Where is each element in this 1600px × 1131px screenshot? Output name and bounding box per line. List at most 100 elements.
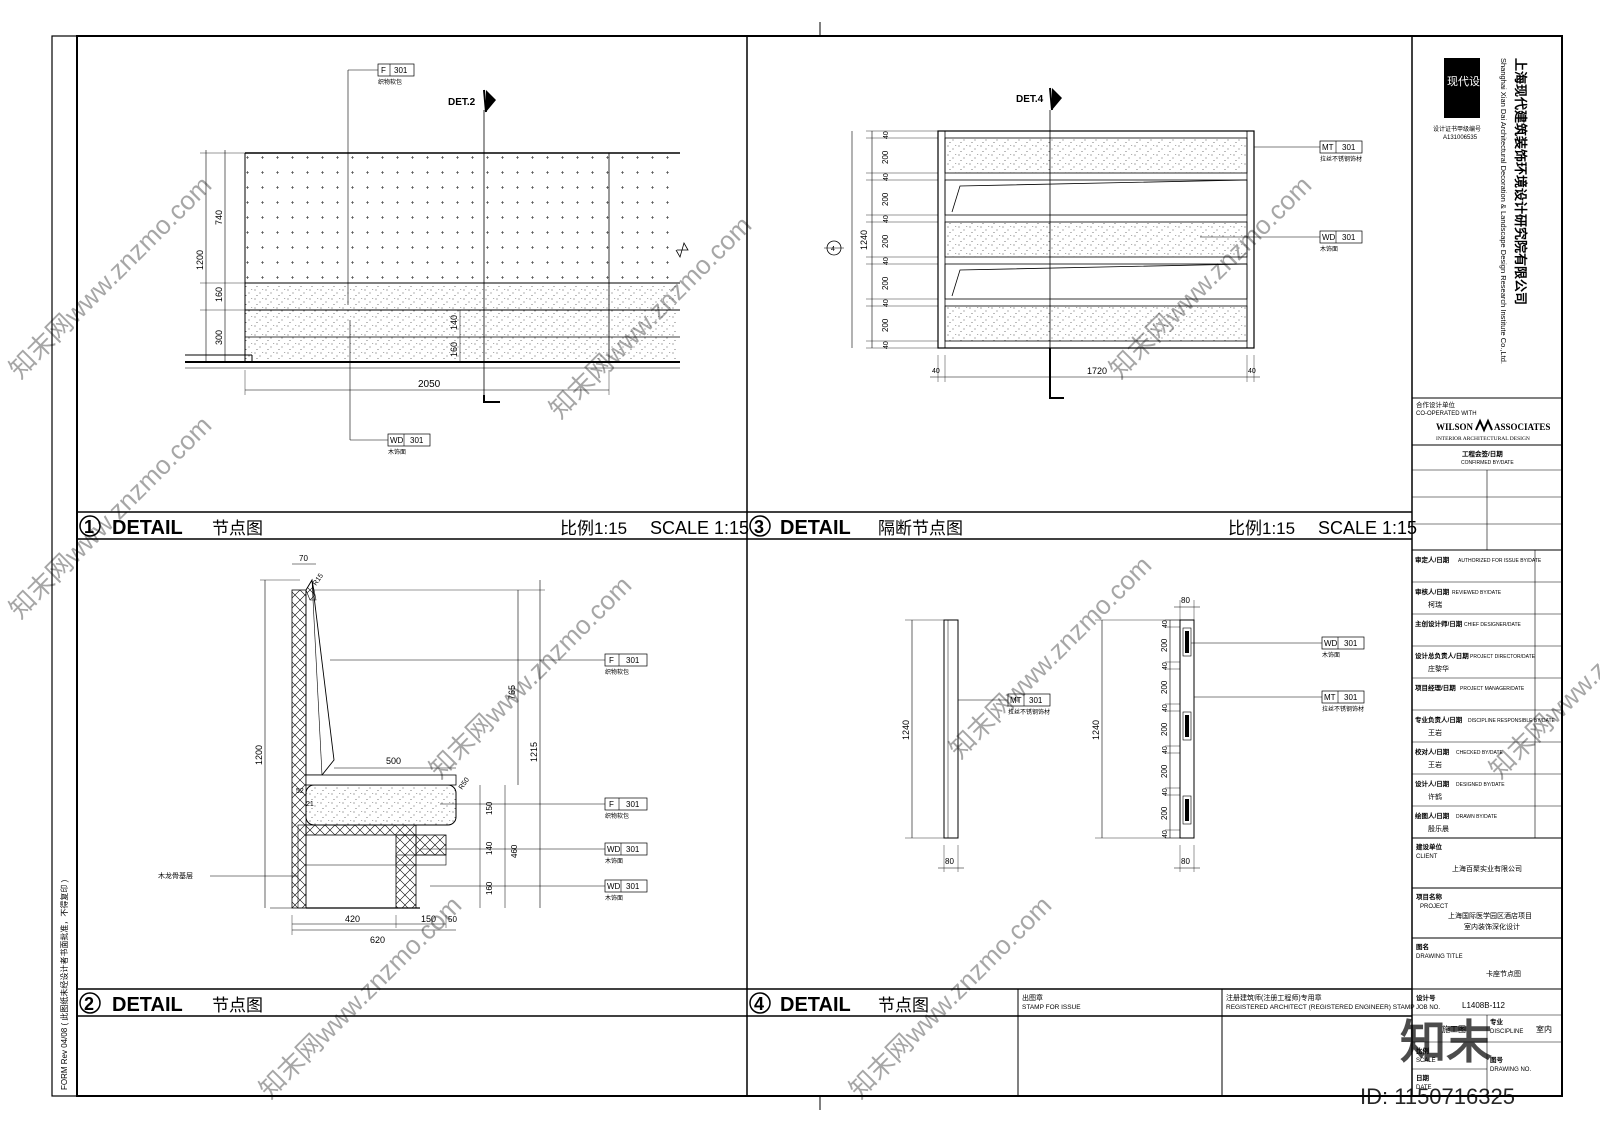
svg-text:日期: 日期 bbox=[1416, 1073, 1430, 1082]
svg-text:设计号: 设计号 bbox=[1416, 993, 1436, 1002]
svg-text:王岩: 王岩 bbox=[1428, 760, 1442, 769]
svg-text:WD: WD bbox=[607, 882, 621, 891]
svg-text:80: 80 bbox=[945, 857, 954, 866]
svg-text:50: 50 bbox=[448, 915, 457, 924]
svg-text:WD: WD bbox=[1324, 639, 1338, 648]
d3-dim-1240: 1240 bbox=[859, 230, 869, 250]
svg-text:80: 80 bbox=[1181, 857, 1190, 866]
svg-text:301: 301 bbox=[1344, 693, 1358, 702]
svg-text:40: 40 bbox=[1248, 368, 1256, 375]
svg-text:40: 40 bbox=[1162, 620, 1169, 628]
svg-text:CHIEF DESIGNER/DATE: CHIEF DESIGNER/DATE bbox=[1464, 622, 1522, 628]
svg-text:40: 40 bbox=[883, 215, 890, 223]
svg-text:200: 200 bbox=[1160, 722, 1169, 736]
title-block: 现代设计 设计证书甲级编号 A131006535 上海现代建筑装饰环境设计研究院… bbox=[1412, 58, 1562, 1096]
svg-text:301: 301 bbox=[626, 845, 640, 854]
svg-text:MT: MT bbox=[1324, 693, 1336, 702]
svg-text:设计人/日期: 设计人/日期 bbox=[1415, 779, 1450, 788]
panel-1-title: 1 DETAIL 节点图 比例1:15 SCALE 1:15 bbox=[79, 515, 749, 539]
svg-text:DESIGNED BY/DATE: DESIGNED BY/DATE bbox=[1456, 782, 1505, 788]
svg-text:1215: 1215 bbox=[529, 742, 539, 762]
panel-4-title: 4 DETAIL 节点图 bbox=[749, 992, 929, 1016]
svg-text:图名: 图名 bbox=[1416, 942, 1429, 951]
svg-text:DRAWING TITLE: DRAWING TITLE bbox=[1416, 954, 1463, 960]
svg-text:知末网www.znzmo.com: 知末网www.znzmo.com bbox=[3, 410, 217, 624]
svg-text:301: 301 bbox=[1342, 233, 1356, 242]
svg-text:40: 40 bbox=[1162, 788, 1169, 796]
panel-3-title: 3 DETAIL 隔断节点图 比例1:15 SCALE 1:15 bbox=[749, 515, 1417, 539]
company-logo bbox=[1444, 58, 1480, 118]
svg-text:301: 301 bbox=[394, 66, 408, 75]
svg-text:拉丝不锈钢饰材: 拉丝不锈钢饰材 bbox=[1320, 155, 1362, 163]
side-note: FORM Rev 04/08 ( 此图纸未经设计者书面批准，不得复印 ) bbox=[59, 879, 69, 1090]
svg-text:SCALE 1:15: SCALE 1:15 bbox=[650, 518, 749, 538]
svg-text:765: 765 bbox=[507, 685, 517, 700]
svg-text:节点图: 节点图 bbox=[212, 996, 263, 1015]
svg-text:专业负责人/日期: 专业负责人/日期 bbox=[1415, 715, 1463, 724]
svg-text:JOB NO.: JOB NO. bbox=[1416, 1005, 1440, 1011]
svg-text:SCALE: SCALE bbox=[1416, 1058, 1436, 1064]
svg-text:项目经理/日期: 项目经理/日期 bbox=[1415, 683, 1456, 692]
svg-text:301: 301 bbox=[626, 882, 640, 891]
svg-text:建设单位: 建设单位 bbox=[1415, 842, 1443, 851]
svg-text:1240: 1240 bbox=[901, 720, 911, 740]
svg-text:审核人/日期: 审核人/日期 bbox=[1415, 587, 1450, 596]
svg-text:200: 200 bbox=[1160, 806, 1169, 820]
svg-text:40: 40 bbox=[932, 368, 940, 375]
svg-text:木饰面: 木饰面 bbox=[388, 448, 406, 456]
svg-text:绘图人/日期: 绘图人/日期 bbox=[1415, 811, 1450, 820]
svg-text:3: 3 bbox=[754, 517, 764, 537]
svg-text:DATE: DATE bbox=[1416, 1085, 1432, 1091]
svg-text:织物软包: 织物软包 bbox=[605, 668, 629, 676]
svg-text:殷乐晨: 殷乐晨 bbox=[1428, 824, 1449, 833]
svg-text:CO-OPERATED WITH: CO-OPERATED WITH bbox=[1416, 411, 1477, 417]
svg-text:DETAIL: DETAIL bbox=[780, 517, 851, 539]
svg-text:40: 40 bbox=[1162, 830, 1169, 838]
svg-text:施工图: 施工图 bbox=[1442, 1024, 1466, 1034]
svg-text:1200: 1200 bbox=[254, 745, 264, 765]
d1-dim-160b: 160 bbox=[449, 342, 459, 357]
svg-text:合作设计单位: 合作设计单位 bbox=[1416, 400, 1456, 409]
svg-text:150: 150 bbox=[485, 801, 494, 815]
svg-text:DISCIPLINE: DISCIPLINE bbox=[1490, 1029, 1523, 1035]
svg-text:MT: MT bbox=[1010, 696, 1022, 705]
svg-text:拉丝不锈钢饰材: 拉丝不锈钢饰材 bbox=[1008, 708, 1050, 716]
project-name-2: 室内装饰深化设计 bbox=[1464, 922, 1520, 931]
svg-text:WD: WD bbox=[607, 845, 621, 854]
svg-text:CHECKED BY/DATE: CHECKED BY/DATE bbox=[1456, 750, 1504, 756]
job-number: L1408B-112 bbox=[1462, 1001, 1506, 1010]
d1-dim-140: 140 bbox=[449, 315, 459, 330]
detail-3-drawing: DET.4 4 1240 40 200 40 200 40 200 40 200… bbox=[824, 87, 1363, 399]
svg-text:WD: WD bbox=[390, 436, 404, 445]
svg-text:200: 200 bbox=[881, 318, 890, 332]
svg-text:200: 200 bbox=[881, 192, 890, 206]
svg-text:WILSON: WILSON bbox=[1436, 422, 1474, 432]
signoff-rows: 审定人/日期 AUTHORIZED FOR ISSUE BY/DATE 审核人/… bbox=[1412, 550, 1562, 839]
svg-text:40: 40 bbox=[883, 173, 890, 181]
svg-text:200: 200 bbox=[881, 276, 890, 290]
svg-text:1240: 1240 bbox=[1091, 720, 1101, 740]
panel-2-title: 2 DETAIL 节点图 bbox=[79, 992, 263, 1016]
svg-text:52: 52 bbox=[296, 788, 304, 795]
svg-text:工程会签/日期: 工程会签/日期 bbox=[1462, 449, 1503, 458]
svg-text:节点图: 节点图 bbox=[212, 519, 263, 538]
svg-text:200: 200 bbox=[1160, 638, 1169, 652]
svg-text:REVIEWED BY/DATE: REVIEWED BY/DATE bbox=[1452, 590, 1502, 596]
svg-text:校对人/日期: 校对人/日期 bbox=[1415, 747, 1450, 756]
svg-text:DISCIPLINE RESPONSIBLE BY/DATE: DISCIPLINE RESPONSIBLE BY/DATE bbox=[1468, 718, 1556, 724]
svg-text:80: 80 bbox=[1181, 596, 1190, 605]
svg-text:节点图: 节点图 bbox=[878, 996, 929, 1015]
svg-text:INTERIOR ARCHITECTURAL DESIGN: INTERIOR ARCHITECTURAL DESIGN bbox=[1436, 436, 1530, 442]
svg-text:木饰面: 木饰面 bbox=[605, 894, 623, 902]
svg-text:4: 4 bbox=[754, 994, 764, 1014]
svg-text:R50: R50 bbox=[458, 777, 471, 792]
det4-marker: DET.4 bbox=[1016, 94, 1044, 105]
svg-text:王岩: 王岩 bbox=[1428, 728, 1442, 737]
svg-text:注册建筑师(注册工程师)专用章: 注册建筑师(注册工程师)专用章 bbox=[1226, 993, 1322, 1002]
svg-text:PROJECT DIRECTOR/DATE: PROJECT DIRECTOR/DATE bbox=[1470, 654, 1536, 660]
svg-text:知末网www.znzmo.com: 知末网www.znzmo.com bbox=[943, 550, 1157, 764]
svg-text:F: F bbox=[609, 656, 614, 665]
svg-text:比例: 比例 bbox=[1416, 1046, 1430, 1055]
svg-text:木龙骨基层: 木龙骨基层 bbox=[158, 871, 193, 880]
svg-text:F: F bbox=[609, 800, 614, 809]
